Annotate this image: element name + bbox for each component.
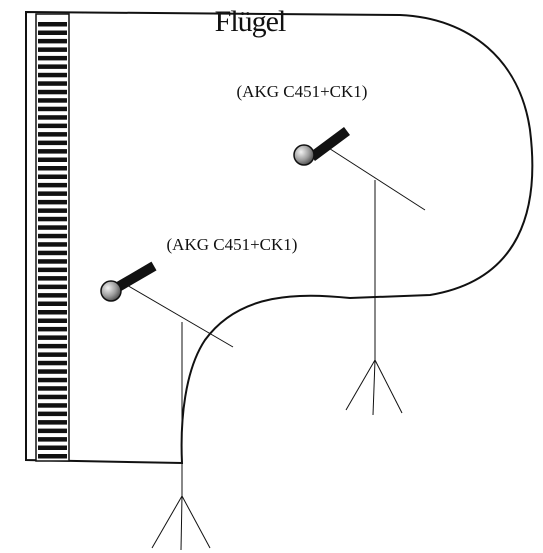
piano-key bbox=[38, 352, 67, 357]
piano-key bbox=[38, 208, 67, 213]
mic-2-boom bbox=[124, 283, 234, 348]
piano-key bbox=[38, 89, 67, 95]
piano-outline bbox=[25, 10, 534, 465]
piano-key bbox=[38, 182, 67, 188]
piano-key bbox=[38, 149, 67, 154]
piano-key bbox=[38, 394, 67, 400]
piano-key bbox=[38, 386, 67, 391]
piano-key bbox=[38, 250, 67, 256]
mic-stand-icon bbox=[345, 180, 403, 416]
piano-key bbox=[38, 225, 67, 230]
piano-key bbox=[38, 411, 67, 417]
piano-key bbox=[38, 140, 67, 146]
piano-key bbox=[38, 310, 67, 315]
piano-key bbox=[38, 454, 67, 459]
piano-key bbox=[38, 123, 67, 129]
mic-2-body bbox=[115, 261, 157, 292]
piano-key bbox=[38, 47, 67, 52]
piano-key bbox=[38, 233, 67, 239]
piano-key bbox=[38, 81, 67, 86]
mic-2-label: (AKG C451+CK1) bbox=[167, 235, 298, 254]
piano-key bbox=[38, 301, 67, 306]
piano-key bbox=[38, 437, 67, 442]
microphone-icon bbox=[293, 144, 315, 166]
piano-key bbox=[38, 115, 67, 120]
keys-group bbox=[38, 22, 67, 459]
piano-key bbox=[38, 259, 67, 264]
piano-key bbox=[38, 403, 67, 408]
piano-key bbox=[38, 132, 67, 137]
microphone-2: (AKG C451+CK1) bbox=[100, 235, 298, 551]
microphone-1: (AKG C451+CK1) bbox=[237, 82, 426, 416]
piano-key bbox=[38, 72, 67, 78]
piano-key bbox=[38, 64, 67, 69]
microphone-icon bbox=[100, 280, 122, 302]
piano-key bbox=[38, 166, 67, 171]
piano-key bbox=[38, 216, 67, 222]
piano-key bbox=[38, 106, 67, 112]
piano-key bbox=[38, 369, 67, 374]
piano-key bbox=[38, 98, 67, 103]
piano-key bbox=[38, 343, 67, 349]
piano-key bbox=[38, 335, 67, 340]
piano-key bbox=[38, 428, 67, 434]
piano-key bbox=[38, 191, 67, 196]
mic-1-boom bbox=[323, 144, 426, 211]
mic-1-label: (AKG C451+CK1) bbox=[237, 82, 368, 101]
mic-1-body bbox=[309, 126, 350, 162]
piano-title: Flügel bbox=[215, 5, 286, 38]
piano-key bbox=[38, 199, 67, 205]
piano-key bbox=[38, 157, 67, 162]
piano-key bbox=[38, 318, 67, 323]
piano-key bbox=[38, 30, 67, 35]
mic-stand-icon bbox=[151, 322, 211, 551]
piano-key bbox=[38, 276, 67, 281]
piano-key bbox=[38, 22, 67, 27]
piano-key bbox=[38, 242, 67, 247]
piano-key bbox=[38, 267, 67, 273]
piano-key bbox=[38, 55, 67, 61]
piano-key bbox=[38, 445, 67, 450]
piano-key bbox=[38, 326, 67, 332]
piano-key bbox=[38, 377, 67, 383]
piano-key bbox=[38, 360, 67, 366]
piano-key bbox=[38, 38, 67, 44]
piano-key bbox=[38, 174, 67, 179]
piano-key bbox=[38, 293, 67, 298]
piano-key bbox=[38, 284, 67, 290]
keyboard-icon bbox=[35, 13, 70, 462]
piano-key bbox=[38, 420, 67, 425]
